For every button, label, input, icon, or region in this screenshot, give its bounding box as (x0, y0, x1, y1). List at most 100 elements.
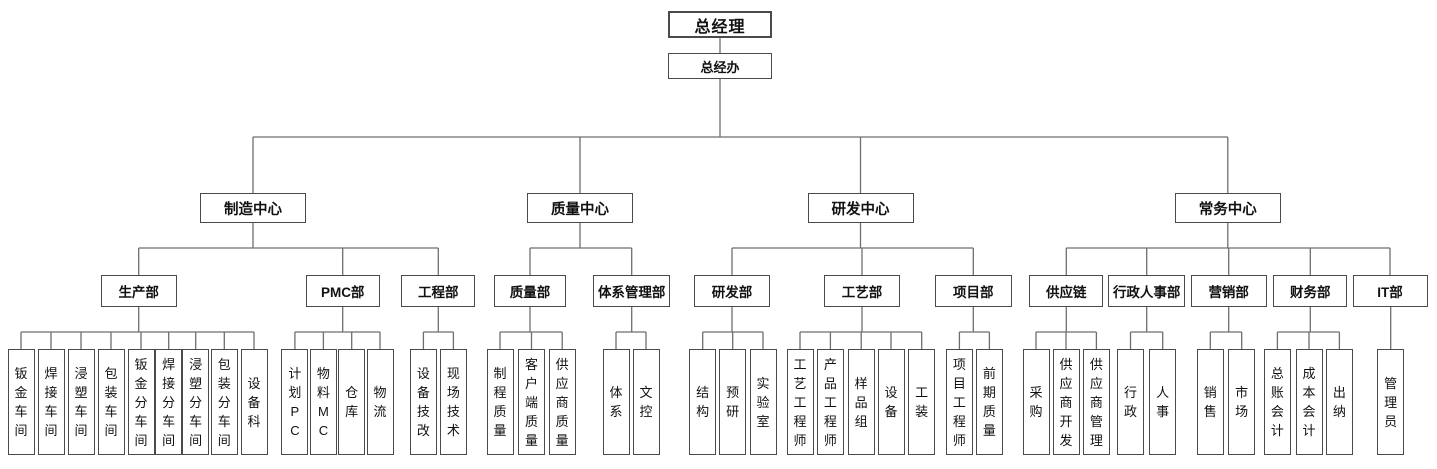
leaf-label: 现场技术 (446, 366, 460, 438)
leaf-label: 市场 (1235, 385, 1249, 419)
dept-node-3-4: IT部 (1352, 275, 1428, 307)
leaf-label: 销售 (1203, 385, 1217, 419)
leaf-label: 物料MC (316, 366, 330, 438)
leaf-label: 钣金分车间 (134, 356, 148, 448)
leaf-label: 产品工程师 (823, 356, 837, 448)
leaf-node-1-1-0: 体系 (602, 349, 630, 455)
leaf-node-3-3-0: 总账会计 (1263, 349, 1291, 455)
leaf-node-1-0-0: 制程质量 (486, 349, 514, 455)
leaf-label: 结构 (696, 385, 710, 419)
leaf-label: 仓库 (345, 385, 359, 419)
leaf-label: 人事 (1156, 385, 1170, 419)
dept-node-0-0: 生产部 (100, 275, 177, 307)
leaf-node-0-1-1: 物料MC (309, 349, 337, 455)
dept-node-3-1: 行政人事部 (1108, 275, 1186, 307)
leaf-node-2-2-1: 前期质量 (975, 349, 1003, 455)
leaf-node-0-0-1: 焊接车间 (37, 349, 65, 455)
leaf-label: 浸塑分车间 (189, 356, 203, 448)
center-node-1: 质量中心 (527, 193, 633, 223)
leaf-node-3-0-1: 供应商开发 (1052, 349, 1080, 455)
leaf-label: 行政 (1123, 385, 1137, 419)
dept-node-1-0: 质量部 (494, 275, 566, 307)
dept-node-3-2: 营销部 (1190, 275, 1267, 307)
leaf-label: 焊接分车间 (162, 356, 176, 448)
leaf-label: 工艺工程师 (793, 356, 807, 448)
leaf-label: 设备科 (247, 375, 261, 429)
leaf-node-0-0-0: 钣金车间 (7, 349, 35, 455)
dept-node-2-2: 项目部 (934, 275, 1012, 307)
leaf-node-0-1-3: 物流 (366, 349, 394, 455)
leaf-label: 客户端质量 (524, 356, 538, 448)
leaf-label: 浸塑车间 (74, 366, 88, 438)
dept-node-2-1: 工艺部 (824, 275, 900, 307)
leaf-label: 管理员 (1384, 375, 1398, 429)
center-node-2: 研发中心 (807, 193, 914, 223)
leaf-label: 钣金车间 (14, 366, 28, 438)
leaf-label: 供应商质量 (555, 356, 569, 448)
leaf-node-3-2-0: 销售 (1196, 349, 1224, 455)
leaf-node-0-2-1: 现场技术 (439, 349, 467, 455)
leaf-node-0-0-7: 包装分车间 (210, 349, 238, 455)
dept-node-3-3: 财务部 (1273, 275, 1348, 307)
leaf-node-1-1-1: 文控 (632, 349, 660, 455)
leaf-node-0-0-4: 钣金分车间 (127, 349, 155, 455)
leaf-node-3-0-2: 供应商管理 (1082, 349, 1110, 455)
leaf-node-0-0-3: 包装车间 (97, 349, 125, 455)
leaf-label: 供应商开发 (1059, 356, 1073, 448)
center-node-0: 制造中心 (200, 193, 306, 223)
leaf-label: 出纳 (1332, 385, 1346, 419)
leaf-label: 文控 (639, 385, 653, 419)
leaf-node-3-1-0: 行政 (1117, 349, 1144, 455)
leaf-node-3-2-1: 市场 (1228, 349, 1256, 455)
leaf-node-0-0-2: 浸塑车间 (67, 349, 95, 455)
leaf-node-2-1-1: 产品工程师 (816, 349, 844, 455)
leaf-label: 物流 (373, 385, 387, 419)
leaf-node-2-0-1: 预研 (719, 349, 747, 455)
leaf-node-1-0-2: 供应商质量 (548, 349, 576, 455)
leaf-node-2-1-2: 样品组 (847, 349, 875, 455)
leaf-node-0-2-0: 设备技改 (409, 349, 437, 455)
dept-node-2-0: 研发部 (694, 275, 770, 307)
leaf-label: 包装分车间 (217, 356, 231, 448)
leaf-label: 包装车间 (104, 366, 118, 438)
leaf-label: 设备技改 (416, 366, 430, 438)
leaf-node-3-3-2: 出纳 (1325, 349, 1353, 455)
center-node-3: 常务中心 (1174, 193, 1281, 223)
leaf-node-2-2-0: 项目工程师 (945, 349, 973, 455)
leaf-label: 预研 (726, 385, 740, 419)
leaf-node-0-1-2: 仓库 (338, 349, 366, 455)
leaf-node-2-0-2: 实验室 (749, 349, 777, 455)
leaf-label: 体系 (609, 385, 623, 419)
leaf-label: 项目工程师 (952, 356, 966, 448)
leaf-label: 采购 (1029, 385, 1043, 419)
leaf-node-0-0-6: 浸塑分车间 (182, 349, 210, 455)
leaf-label: 设备 (884, 385, 898, 419)
leaf-label: 前期质量 (982, 366, 996, 438)
leaf-label: 实验室 (756, 375, 770, 429)
leaf-node-0-1-0: 计划PC (281, 349, 309, 455)
leaf-node-0-0-8: 设备科 (240, 349, 268, 455)
dept-node-3-0: 供应链 (1029, 275, 1104, 307)
leaf-node-3-4-0: 管理员 (1377, 349, 1405, 455)
leaf-node-1-0-1: 客户端质量 (518, 349, 545, 455)
leaf-label: 成本会计 (1302, 366, 1316, 438)
leaf-node-2-1-4: 工装 (908, 349, 936, 455)
leaf-label: 制程质量 (493, 366, 507, 438)
leaf-label: 工装 (915, 385, 929, 419)
leaf-label: 焊接车间 (44, 366, 58, 438)
leaf-label: 计划PC (288, 366, 302, 438)
leaf-node-2-1-3: 设备 (877, 349, 905, 455)
dept-node-0-2: 工程部 (401, 275, 476, 307)
leaf-node-2-1-0: 工艺工程师 (786, 349, 814, 455)
leaf-node-0-0-5: 焊接分车间 (155, 349, 183, 455)
node-general-manager-office: 总经办 (668, 53, 772, 79)
leaf-node-3-0-0: 采购 (1022, 349, 1050, 455)
leaf-label: 总账会计 (1270, 366, 1284, 438)
dept-node-0-1: PMC部 (305, 275, 380, 307)
leaf-node-3-1-1: 人事 (1149, 349, 1177, 455)
dept-node-1-1: 体系管理部 (593, 275, 671, 307)
leaf-node-2-0-0: 结构 (689, 349, 717, 455)
node-general-manager: 总经理 (668, 11, 772, 38)
